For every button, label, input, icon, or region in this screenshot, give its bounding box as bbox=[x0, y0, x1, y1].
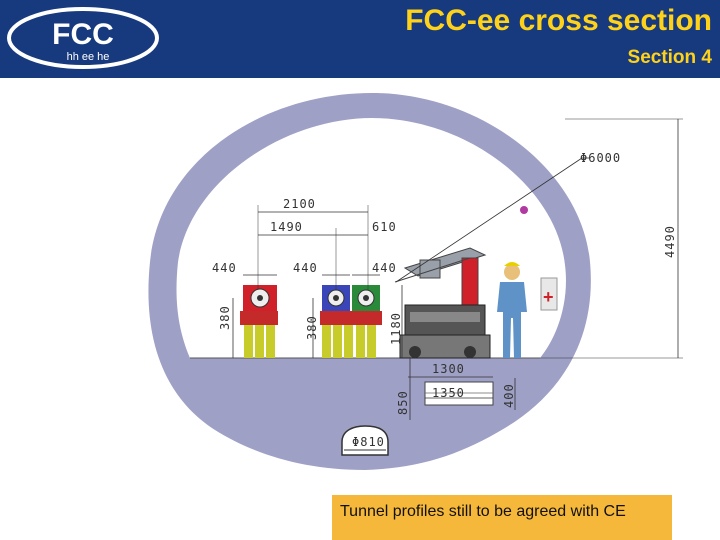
dim-610-label: 610 bbox=[372, 220, 397, 234]
logo-subtext: hh ee he bbox=[67, 51, 110, 63]
tunnel-profile-note: Tunnel profiles still to be agreed with … bbox=[332, 495, 672, 540]
dim-1350-label: 1350 bbox=[432, 386, 465, 400]
tunnel-diameter-label: Φ6000 bbox=[580, 151, 621, 165]
logo-text: FCC bbox=[52, 18, 114, 51]
dim-440b-label: 440 bbox=[293, 261, 318, 275]
person-figure bbox=[497, 262, 527, 358]
dim-1300-label: 1300 bbox=[432, 362, 465, 376]
tunnel-cross-section: Φ810 bbox=[148, 93, 683, 470]
first-aid-cabinet: + bbox=[540, 277, 558, 311]
dim-440c-label: 440 bbox=[372, 261, 397, 275]
dim-1180-label: 1180 bbox=[389, 312, 403, 345]
dim-1490-label: 1490 bbox=[270, 220, 303, 234]
tunnel-wall bbox=[148, 93, 591, 470]
magnet-ring-green bbox=[320, 285, 382, 325]
header-bar: FCC hh ee he FCC-ee cross section Sectio… bbox=[0, 0, 720, 78]
height-dimension: 4490 bbox=[540, 118, 683, 359]
height-4490-label: 4490 bbox=[663, 225, 677, 258]
dim-2100-label: 2100 bbox=[283, 197, 316, 211]
page-title: FCC-ee cross section bbox=[405, 4, 712, 37]
service-duct bbox=[424, 381, 494, 406]
floor-dimensions: 1300 1350 bbox=[408, 362, 493, 400]
diameter-leader: Φ6000 bbox=[395, 151, 621, 283]
dim-380a-label: 380 bbox=[218, 305, 232, 330]
lamp-icon bbox=[520, 206, 528, 214]
fcc-logo: FCC hh ee he bbox=[7, 7, 159, 69]
width-440-dimensions: 440 440 440 bbox=[212, 261, 397, 276]
dim-400-label: 400 bbox=[502, 383, 516, 408]
dim-380b-label: 380 bbox=[305, 315, 319, 340]
magnet-supports bbox=[244, 325, 376, 358]
dim-850-label: 850 bbox=[396, 390, 410, 415]
drain-diameter-label: Φ810 bbox=[352, 435, 385, 449]
svg-text:+: + bbox=[543, 287, 554, 307]
magnet-ring-red bbox=[240, 285, 278, 325]
drain-pipe: Φ810 bbox=[341, 425, 389, 456]
vertical-dimensions: 380 380 1180 850 400 bbox=[218, 285, 516, 420]
dim-440a-label: 440 bbox=[212, 261, 237, 275]
top-dimensions: 2100 1490 610 bbox=[257, 197, 397, 290]
transport-vehicle bbox=[394, 247, 491, 359]
page-subtitle: Section 4 bbox=[627, 47, 712, 68]
